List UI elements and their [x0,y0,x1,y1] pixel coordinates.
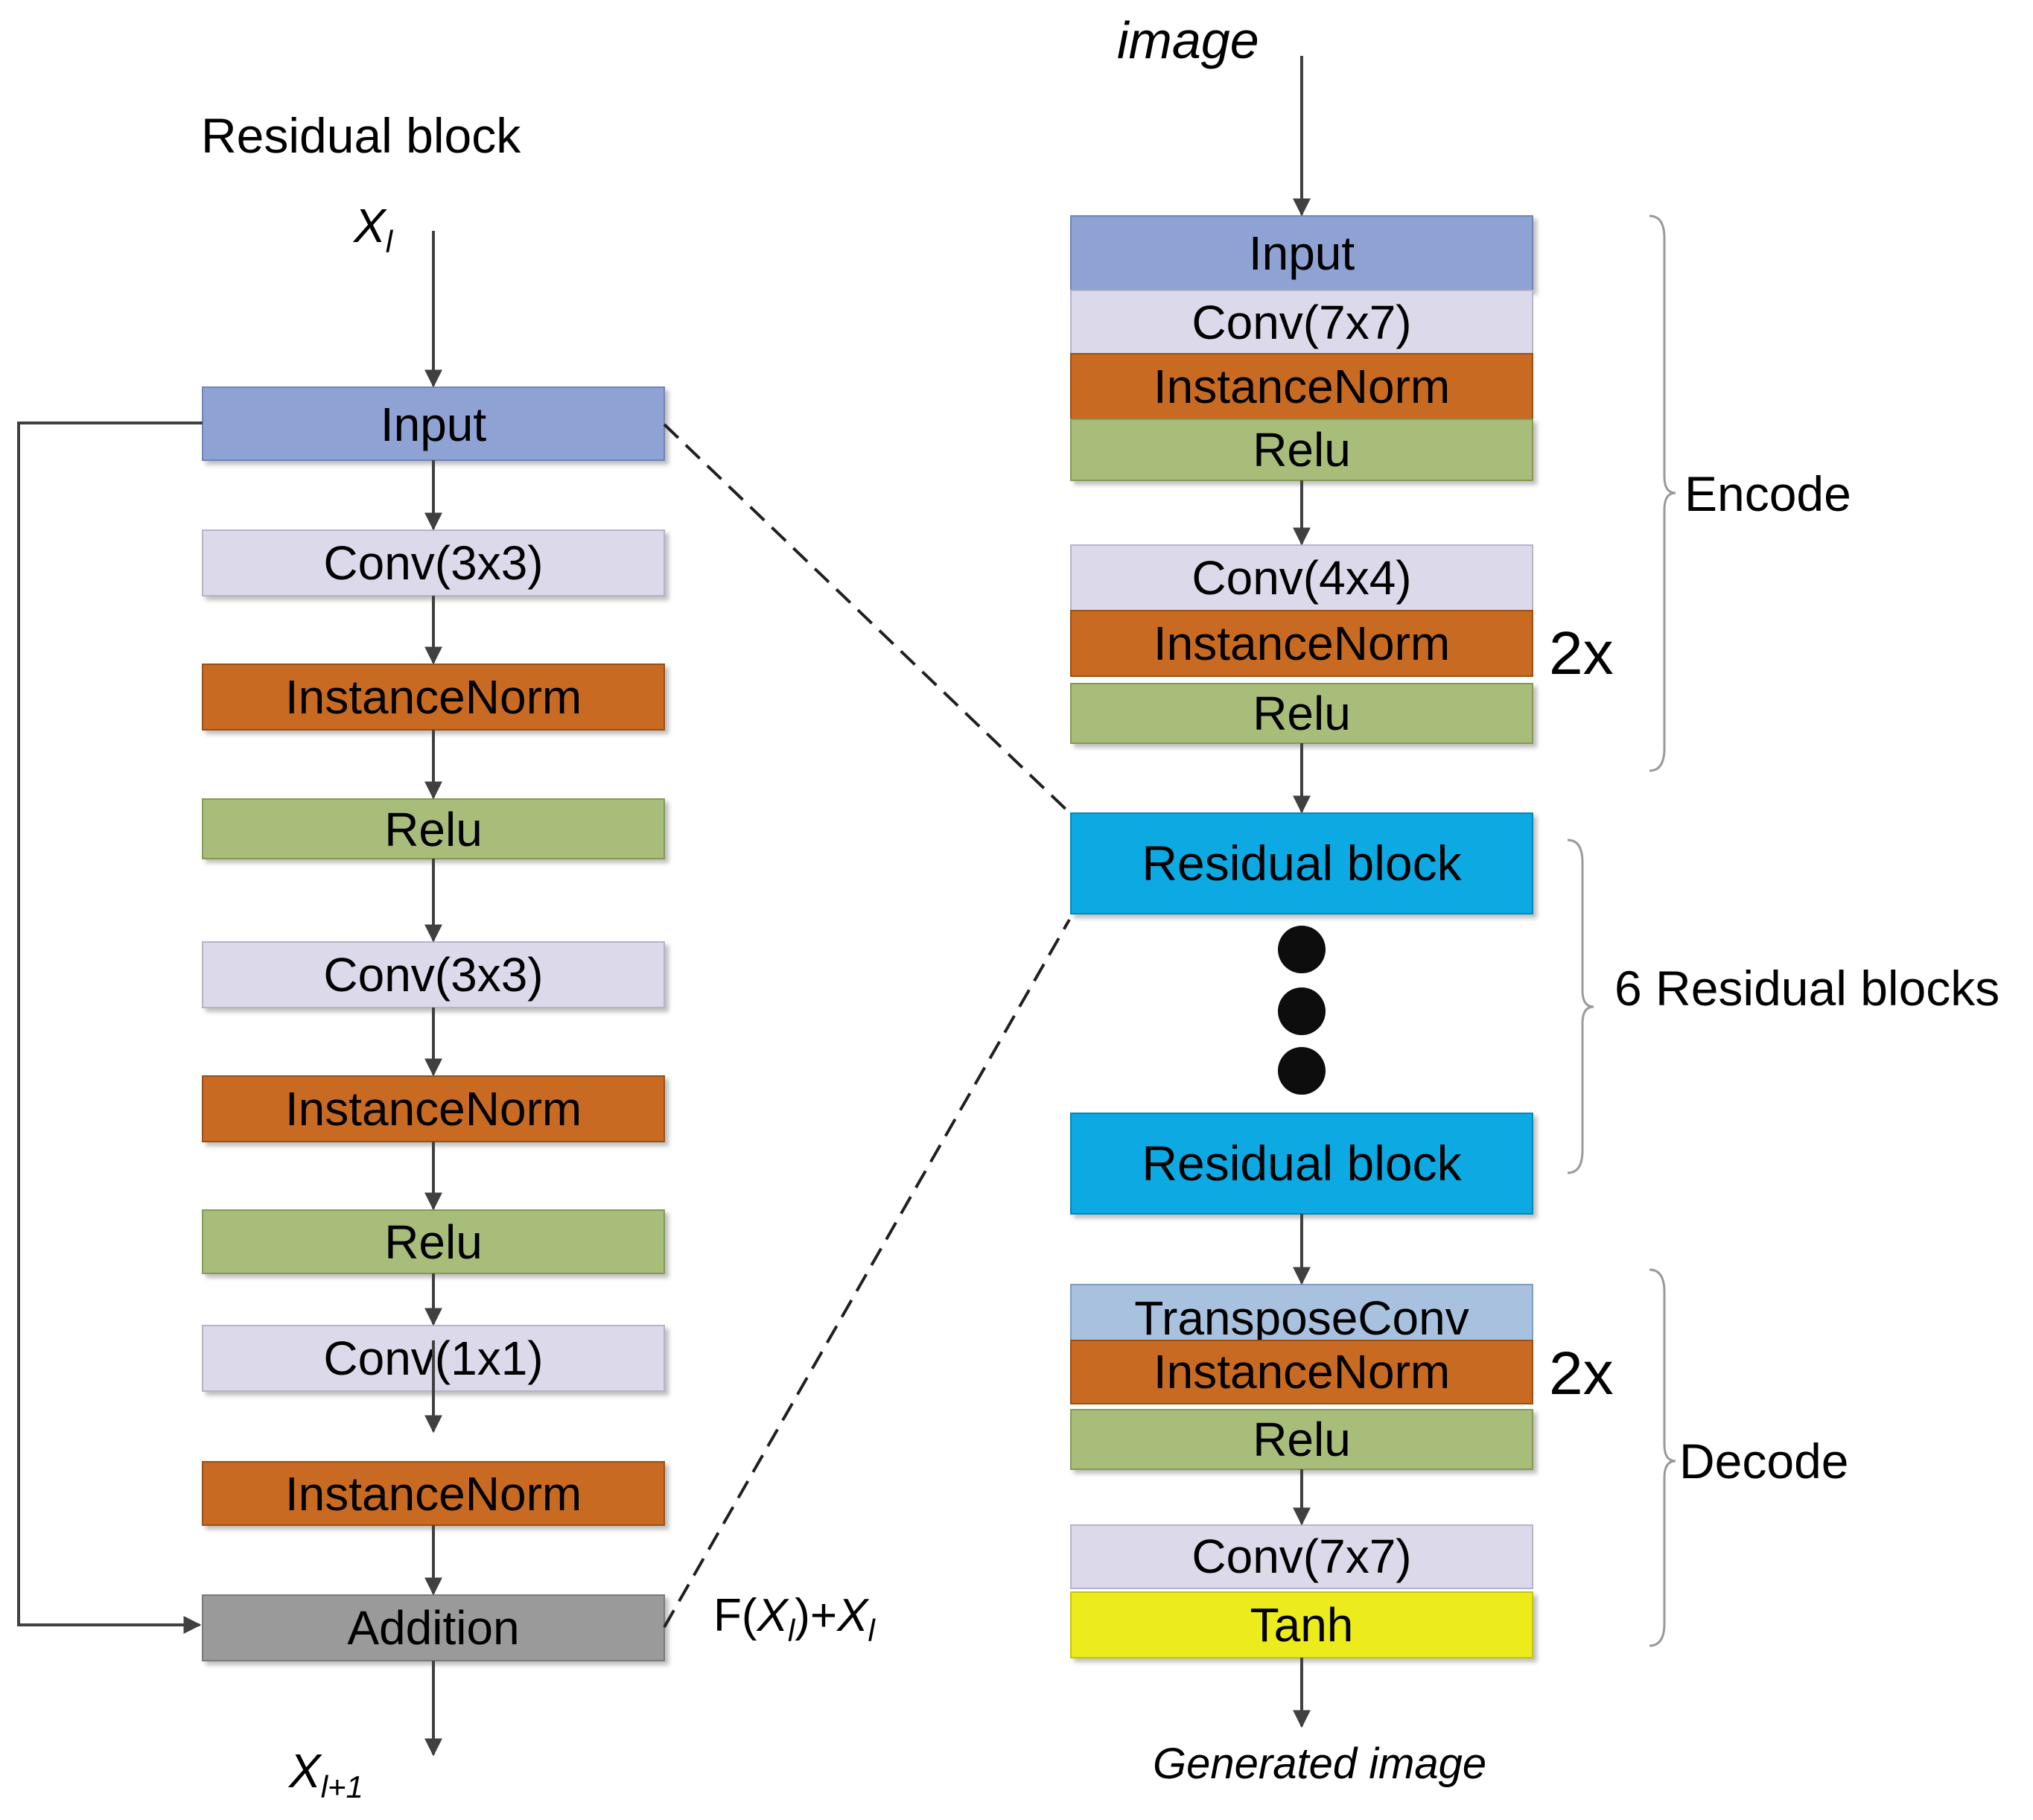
block-rect [1070,610,1533,677]
encode-repeat-label: 2x [1549,620,1614,687]
residual-block-last: Residual block [1070,1113,1533,1215]
block-label: InstanceNorm [285,1467,582,1521]
group-braces [1567,214,1676,1647]
block-label: InstanceNorm [1154,360,1450,413]
block-input: Input [202,386,665,461]
block-rect [202,798,665,859]
residual-block-first: Residual block [1070,812,1533,914]
block-label: TransposeConv [1134,1291,1469,1345]
block-rect [1070,1284,1533,1341]
block-rect [1070,1524,1533,1589]
decoder-stack-2: Conv(7x7) Tanh [1070,1524,1533,1658]
block-label: Residual block [1142,1136,1462,1191]
generated-image-label: Generated image [1153,1740,1486,1788]
decoder-stack-1: TransposeConv InstanceNorm Relu [1070,1284,1533,1470]
input-symbol: Xl [352,199,394,259]
block-label: Conv(3x3) [323,536,543,590]
block-rect [1070,1340,1533,1404]
zoom-dashed-lines [663,423,1074,1628]
residual-brace [1567,839,1594,1174]
residual-block-title: Residual block [201,108,521,163]
block-rect [1070,290,1533,354]
image-input-label: image [1117,11,1259,69]
encoder-stack-1: Input Conv(7x7) InstanceNorm Relu [1070,215,1533,481]
block-label: Conv(3x3) [323,948,543,1002]
sum-label: F(Xl)+Xl [713,1590,876,1648]
block-instancenorm-a: InstanceNorm [202,664,665,731]
block-rect [1070,1591,1533,1658]
residual-group-label: 6 Residual blocks [1614,961,1999,1016]
residual-block-detail: Residual block Xl Input Conv(3x3) Instan… [17,108,876,1804]
block-rect [202,1075,665,1142]
block-relu-a: Relu [202,798,665,859]
ellipsis-dots [1278,926,1326,1095]
block-label: Input [381,398,487,451]
block-label: InstanceNorm [1154,617,1450,670]
block-rect [202,529,665,596]
generator-network: image Input Conv(7x7) InstanceNorm Relu … [1070,11,1999,1788]
block-rect [1070,1113,1533,1215]
encode-label: Encode [1684,466,1851,521]
skip-connection-arrow [17,421,203,1634]
encode-brace [1649,214,1676,772]
block-label: Input [1249,226,1355,280]
block-instancenorm-b: InstanceNorm [202,1075,665,1142]
block-rect [1070,1409,1533,1470]
decode-label: Decode [1679,1434,1849,1489]
decode-brace [1649,1268,1676,1647]
block-conv-3x3-a: Conv(3x3) [202,529,665,596]
output-symbol: Xl+1 [287,1744,363,1804]
block-rect [202,386,665,461]
block-label: InstanceNorm [285,1082,582,1136]
block-label: Residual block [1142,836,1462,891]
block-rect [1070,544,1533,611]
block-label: Tanh [1250,1598,1354,1652]
block-relu-b: Relu [202,1209,665,1274]
block-rect [202,1461,665,1526]
block-addition: Addition [202,1594,665,1661]
block-instancenorm-c: InstanceNorm [202,1461,665,1526]
block-label: Conv(7x7) [1192,296,1411,349]
decode-repeat-label: 2x [1549,1340,1614,1407]
encoder-stack-2: Conv(4x4) InstanceNorm Relu [1070,544,1533,744]
block-conv-3x3-b: Conv(3x3) [202,941,665,1008]
block-label: Relu [384,803,483,856]
block-label: Conv(7x7) [1192,1530,1411,1583]
block-rect [1070,215,1533,291]
block-label: Relu [1253,1413,1351,1466]
block-label: InstanceNorm [1154,1345,1450,1399]
block-rect [1070,812,1533,914]
block-label: Relu [1253,423,1351,477]
block-label: Addition [347,1601,519,1655]
block-label: InstanceNorm [285,670,582,724]
block-label: Relu [1253,687,1351,740]
block-label: Conv(4x4) [1192,551,1411,605]
block-rect [202,941,665,1008]
block-label: Relu [384,1215,483,1269]
